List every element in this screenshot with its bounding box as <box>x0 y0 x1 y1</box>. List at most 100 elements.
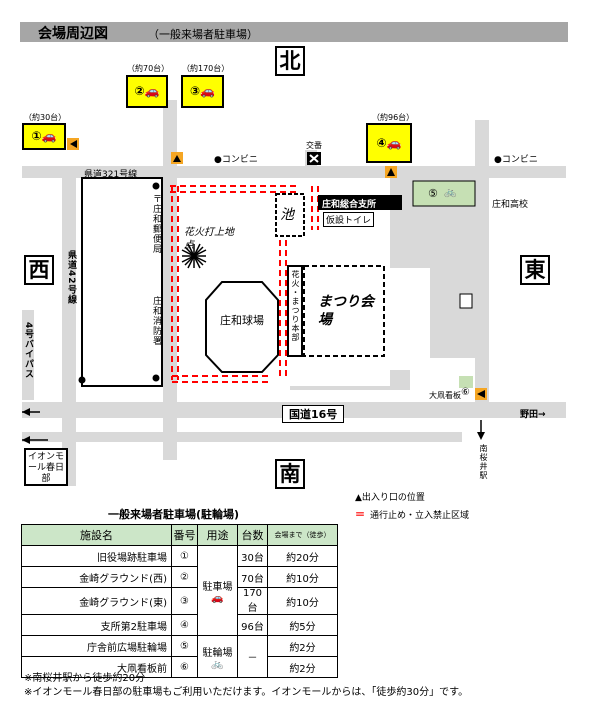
row-num: ② <box>171 566 198 588</box>
branch-office-label: 庄和総合支所 <box>322 200 377 210</box>
note-station: ※南桜井駅から徒歩約20分 <box>24 673 146 684</box>
row-count: 96台 <box>237 614 268 636</box>
legend-closed-mark: ＝ <box>355 510 365 521</box>
road-lower <box>22 432 462 442</box>
bicycle-parking-5 <box>412 180 476 207</box>
row-name: 金崎グラウンド(東) <box>21 587 172 615</box>
count-dash: － <box>237 635 268 678</box>
compass-west: 西 <box>24 255 54 285</box>
row-count: 30台 <box>237 545 268 567</box>
header-walk: 会場まで（徒歩） <box>267 524 338 546</box>
row-count: 70台 <box>237 566 268 588</box>
table-header-row: 施設名 番号 用途 台数 会場まで（徒歩） <box>21 524 338 546</box>
entrance-markers <box>67 138 487 400</box>
table-row: 金崎グラウンド(西) ② 70台 約10分 <box>21 566 338 588</box>
table-title: 一般来場者駐車場(駐輪場) <box>108 508 240 521</box>
bicycle-icon: 🚲 <box>211 658 224 670</box>
header-number: 番号 <box>171 524 198 546</box>
block-post-office <box>81 177 163 387</box>
stadium-shape <box>205 281 279 373</box>
row-count: 170台 <box>237 587 268 615</box>
omori-label: 大凧看板 <box>429 391 461 400</box>
fire-station-label: 庄和消防署 <box>151 296 161 346</box>
legend-closed: 通行止め・立入禁止区域 <box>370 511 470 521</box>
row-num: ⑥ <box>171 656 198 678</box>
row-num: ④ <box>171 614 198 636</box>
block-east-2 <box>430 268 475 358</box>
hq-box <box>287 265 303 357</box>
use-parking-cell: 駐車場 🚗 <box>197 545 238 636</box>
compass-south: 南 <box>275 459 305 489</box>
car-icon: 🚗 <box>211 592 224 604</box>
bypass-label: 4号バイパス <box>23 322 33 380</box>
road-321-label: 県道321号線 <box>84 170 138 180</box>
toilet-icon <box>392 196 402 209</box>
table-row: 庁舎前広場駐輪場 ⑤ 駐輪場 🚲 － 約2分 <box>21 635 338 678</box>
parking-table: 施設名 番号 用途 台数 会場まで（徒歩） 旧役場跡駐車場 ① 駐車場 🚗 30… <box>21 524 338 678</box>
bicycle-parking-6 <box>459 376 473 388</box>
compass-east: 東 <box>520 255 550 285</box>
header-count: 台数 <box>237 524 268 546</box>
row-name: 支所第2駐車場 <box>21 614 172 636</box>
car-icon: 🚗 <box>386 136 402 150</box>
parking-3-number: ③ <box>189 84 201 98</box>
header-facility: 施設名 <box>21 524 172 546</box>
station-label: 南桜井駅 <box>479 444 488 480</box>
row-num: ⑤ <box>171 635 198 657</box>
road-bypass <box>22 310 34 400</box>
fireworks-label: 花火打上地点 <box>184 227 234 251</box>
parking-1: ①🚗 <box>22 123 66 150</box>
compass-north: 北 <box>275 46 305 76</box>
car-icon: 🚗 <box>41 129 57 143</box>
parking-4: ④🚗 <box>366 123 412 163</box>
table-row: 大凧看板前 ⑥ 約2分 <box>21 656 338 678</box>
conbini-label-1: ●コンビニ <box>214 155 258 165</box>
row-name: 大凧看板前 <box>21 656 172 678</box>
table-row: 支所第2駐車場 ④ 96台 約5分 <box>21 614 338 636</box>
pond-shape <box>275 193 305 237</box>
road-center-north <box>163 100 177 400</box>
row-name: 金崎グラウンド(西) <box>21 566 172 588</box>
parking-3-capacity: （約170台） <box>182 64 230 73</box>
conbini-label-2: ●コンビニ <box>494 155 538 165</box>
parking-2-capacity: （約70台） <box>127 64 170 73</box>
row-walk: 約20分 <box>267 545 338 567</box>
national-16-label: 国道16号 <box>282 405 345 423</box>
map-header: 会場周辺図 （一般来場者駐車場） <box>20 22 568 42</box>
temp-toilet-label: 仮設トイレ <box>323 212 375 227</box>
pond-label: 池 <box>280 207 294 223</box>
festival-venue-shape <box>303 265 385 357</box>
stadium-label: 庄和球場 <box>220 314 264 327</box>
legend-entrance: ▲出入り口の位置 <box>355 493 425 503</box>
koban-label: 交番 <box>306 141 322 150</box>
car-icon: 🚗 <box>200 84 216 98</box>
pref-dot <box>78 376 86 384</box>
parking-1-number: ① <box>31 129 42 143</box>
parking-2-number: ② <box>134 84 145 98</box>
post-dot <box>152 182 160 190</box>
note-aeon: ※イオンモール春日部の駐車場もご利用いただけます。イオンモールからは、「徒歩約3… <box>24 687 469 698</box>
use-bicycle-cell: 駐輪場 🚲 <box>197 635 238 678</box>
use-parking: 駐車場 <box>202 581 233 593</box>
row-name: 旧役場跡駐車場 <box>21 545 172 567</box>
row-walk: 約10分 <box>267 587 338 615</box>
row-walk: 約10分 <box>267 566 338 588</box>
row-walk: 約5分 <box>267 614 338 636</box>
hq-label: 花火・まつり本部 <box>291 270 300 342</box>
row-walk: 約2分 <box>267 656 338 678</box>
branch-office-box <box>318 195 402 210</box>
table-row: 金崎グラウンド(東) ③ 170台 約10分 <box>21 587 338 615</box>
festival-venue-label: まつり会場 <box>318 294 374 328</box>
row-num: ③ <box>171 587 198 615</box>
map-title: 会場周辺図 <box>38 26 108 42</box>
car-icon: 🚗 <box>144 84 160 98</box>
shoowa-high-label: 庄和高校 <box>492 200 529 210</box>
fire-dot <box>152 374 160 382</box>
row-walk: 約2分 <box>267 635 338 657</box>
aeon-box: イオンモール春日部 <box>24 448 68 486</box>
road-south <box>163 400 177 460</box>
post-office-label: 〒庄和郵便局 <box>151 194 161 254</box>
parking-6-number: ⑥ <box>461 387 470 398</box>
map-subtitle: （一般来場者駐車場） <box>148 28 258 41</box>
parking-3: ③🚗 <box>181 75 224 108</box>
